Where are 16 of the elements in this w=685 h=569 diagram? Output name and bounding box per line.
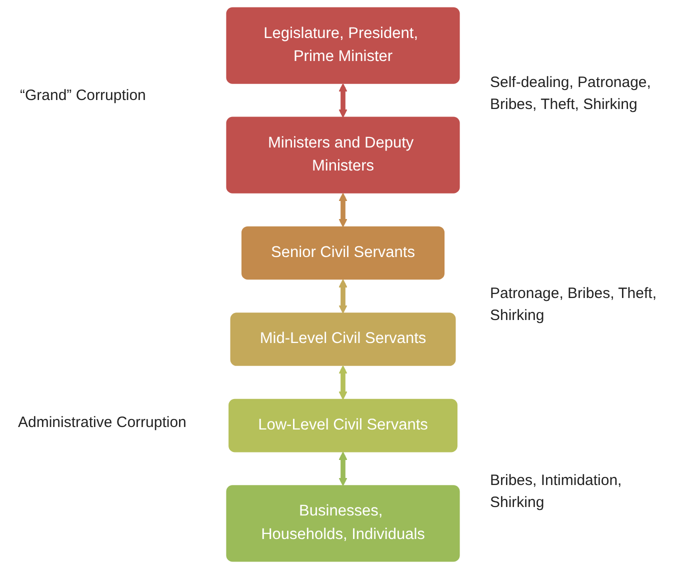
arrow [338,279,347,314]
arrow [338,452,347,486]
node-box: Mid-Level Civil Servants [230,312,456,366]
arrow [338,365,347,400]
annotation-text: Bribes, Intimidation, Shirking [490,471,623,513]
arrow [338,192,347,228]
annotation-text: “Grand” Corruption [20,86,147,106]
node-box: Legislature, President, Prime Minister [226,7,460,84]
node-box: Ministers and Deputy Ministers [226,116,460,194]
annotation-text: Administrative Corruption [18,413,188,433]
annotation-text: Self-dealing, Patronage, Bribes, Theft, Shirking [490,73,652,115]
node-box: Businesses, Households, Individuals [226,485,460,562]
annotation-text: Patronage, Bribes, Theft, Shirking [490,284,658,326]
arrow [338,83,347,118]
node-box: Senior Civil Servants [240,226,444,280]
node-box: Low-Level Civil Servants [228,398,457,452]
